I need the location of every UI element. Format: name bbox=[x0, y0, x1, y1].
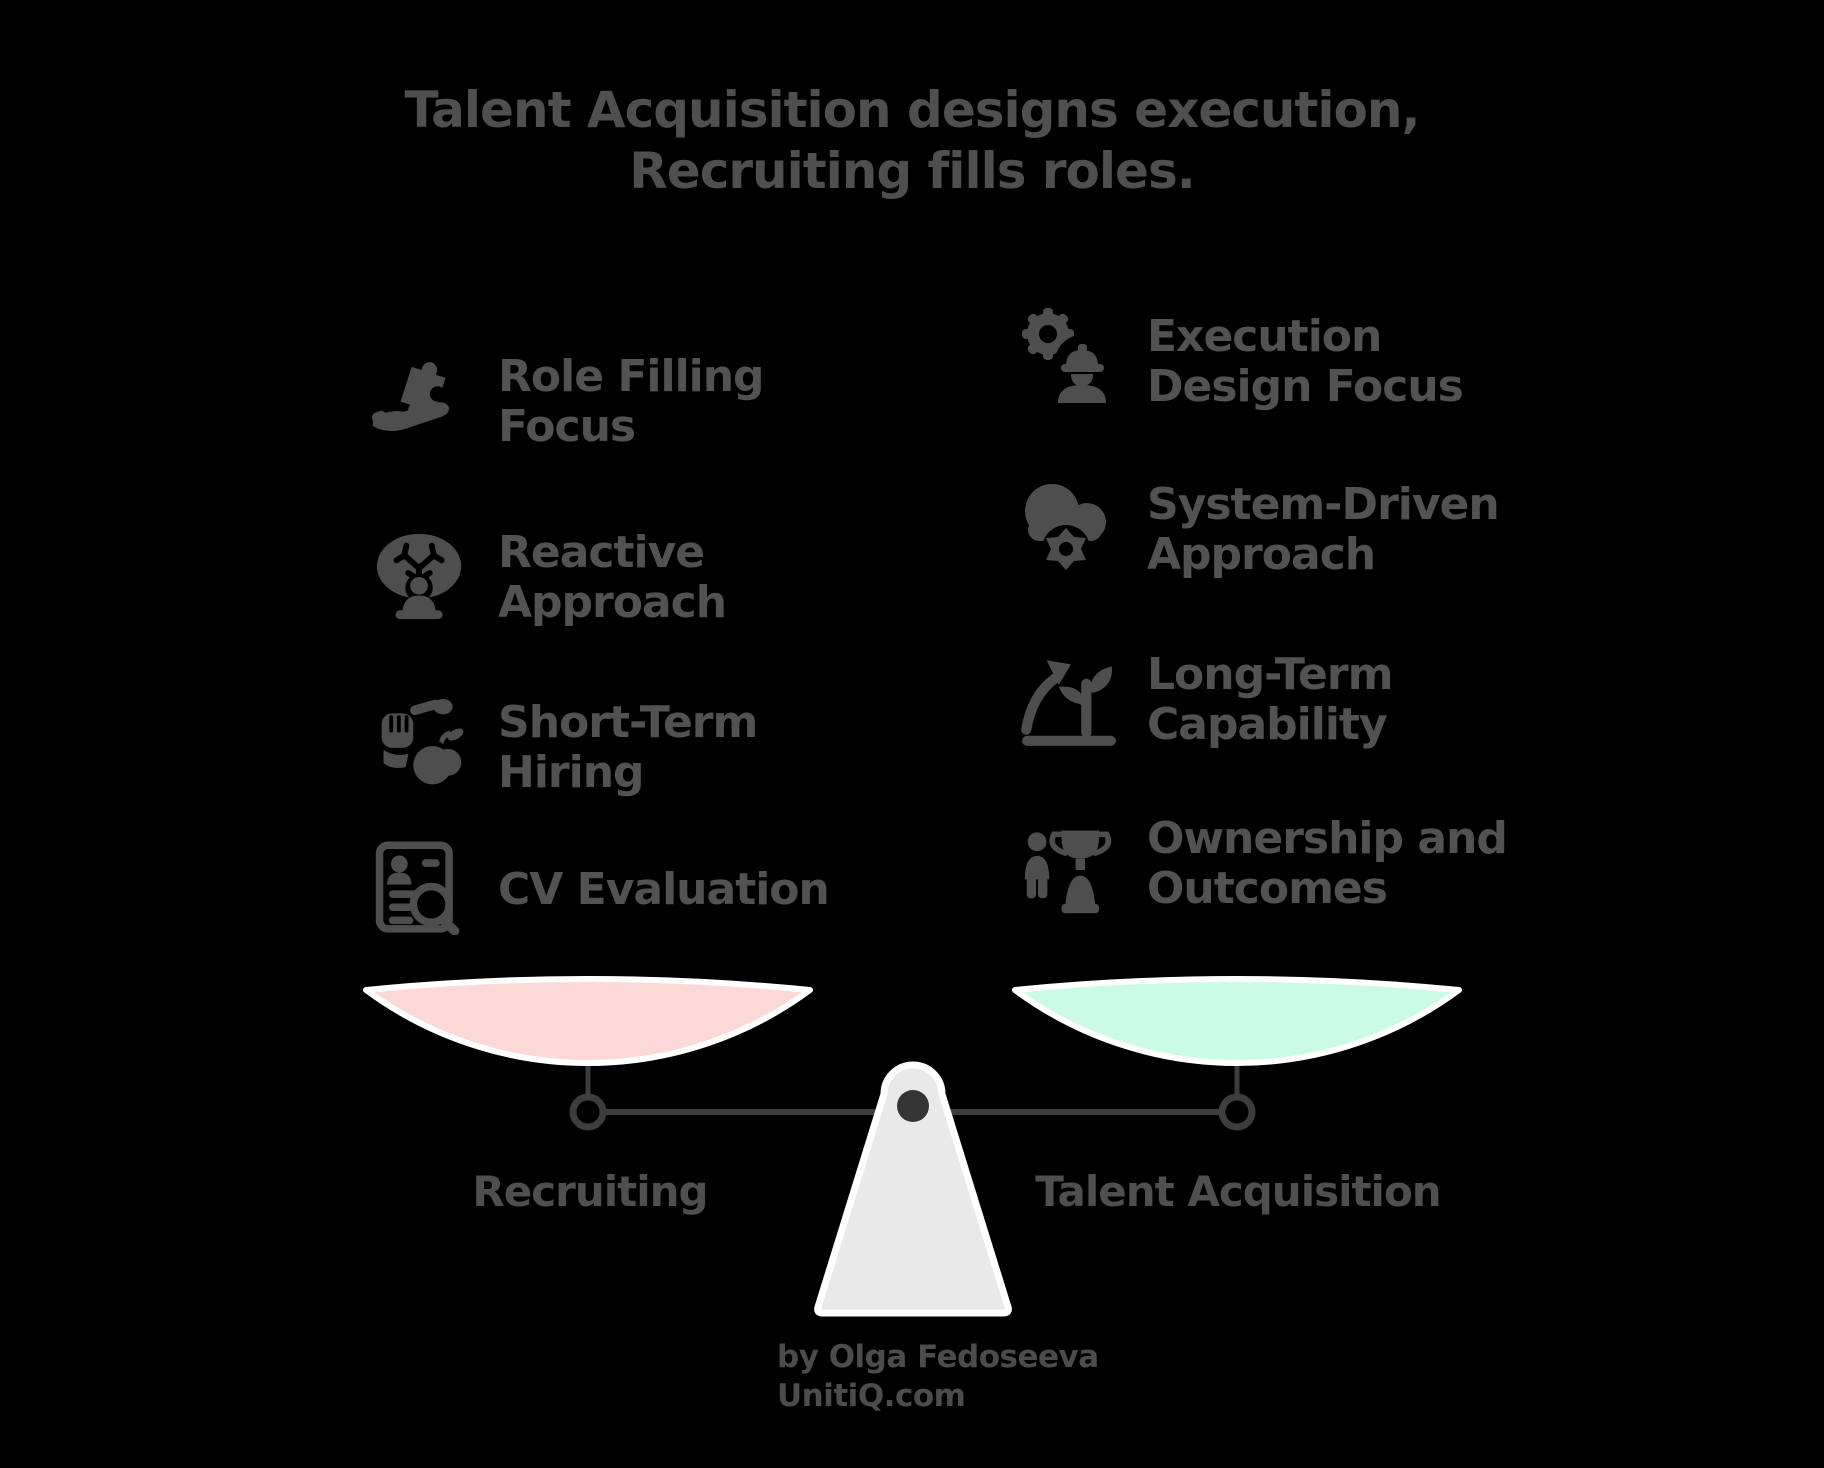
cloud-gear-icon bbox=[1018, 478, 1118, 578]
right-pan bbox=[1012, 976, 1462, 1067]
left-pan bbox=[363, 976, 813, 1067]
hand-grab-apple-icon bbox=[372, 698, 468, 794]
fulcrum bbox=[814, 1061, 1012, 1317]
item-label-long-term-capability: Long-Term Capability bbox=[1147, 649, 1393, 750]
item-label-execution-design-focus: Execution Design Focus bbox=[1147, 311, 1464, 412]
title-line-2: Recruiting fills roles. bbox=[629, 142, 1195, 200]
item-label-system-driven-approach: System-Driven Approach bbox=[1147, 479, 1500, 580]
credit-site: UnitiQ.com bbox=[777, 1378, 966, 1414]
growth-plant-icon bbox=[1018, 645, 1120, 753]
right-ring bbox=[1218, 1093, 1256, 1131]
page-title: Talent Acquisition designs execution, Re… bbox=[0, 80, 1824, 202]
credit-author: by Olga Fedoseeva bbox=[777, 1339, 1099, 1375]
cv-magnifier-icon bbox=[372, 840, 466, 935]
person-under-tree-icon bbox=[372, 524, 470, 624]
fulcrum-pivot-hole bbox=[897, 1090, 929, 1122]
gear-engineer-icon bbox=[1018, 300, 1118, 408]
person-trophy-icon bbox=[1022, 820, 1116, 920]
left-ring bbox=[569, 1093, 607, 1131]
item-label-ownership-and-outcomes: Ownership and Outcomes bbox=[1147, 813, 1508, 914]
credit: by Olga Fedoseeva UnitiQ.com bbox=[777, 1338, 1099, 1416]
title-line-1: Talent Acquisition designs execution, bbox=[404, 81, 1421, 139]
item-label-cv-evaluation: CV Evaluation bbox=[498, 864, 830, 915]
item-label-role-filling-focus: Role Filling Focus bbox=[498, 351, 765, 452]
item-label-reactive-approach: Reactive Approach bbox=[498, 527, 727, 628]
hand-holding-puzzle-icon bbox=[368, 358, 468, 454]
left-pan-label: Recruiting bbox=[472, 1167, 708, 1216]
balance-scale bbox=[363, 976, 1462, 1317]
right-pan-label: Talent Acquisition bbox=[1035, 1167, 1441, 1216]
item-label-short-term-hiring: Short-Term Hiring bbox=[498, 697, 758, 798]
